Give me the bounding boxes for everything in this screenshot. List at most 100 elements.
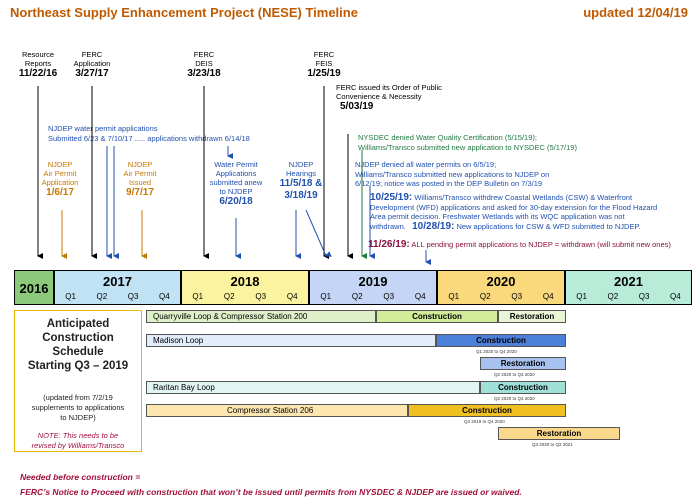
quarryville-bar: Quarryville Loop & Compressor Station 20… [146, 310, 376, 323]
year-label: 2021 [614, 274, 643, 289]
october-withdraw-note: 10/25/19: Williams/Transco withdrew Coas… [370, 192, 658, 232]
event-njdep-air-application: NJDEP Air Permit Application 1/6/17 [34, 160, 86, 199]
year-2020: 2020 Q1 Q2 Q3 Q4 [437, 270, 565, 305]
madison-restoration: Restoration [480, 357, 566, 370]
year-label: 2019 [358, 274, 388, 289]
note-line: NJDEP water permit applications [48, 124, 158, 133]
event-date: 5/03/19 [340, 101, 374, 112]
note-date: 11/26/19: [368, 239, 410, 250]
event-label: FERC FEIS [313, 50, 335, 68]
note-line: Williams/Transco submitted new applicati… [358, 142, 577, 152]
quarter-label: Q2 [607, 292, 619, 301]
raritan-construction-range: Q2 2020 to Q4 2020 [494, 396, 535, 401]
cs206-construction-range: Q4 2019 to Q4 2020 [464, 419, 505, 424]
note-line: Submitted 6/23 & 7/10/17 ..... applicati… [48, 133, 250, 143]
note-line: Area permit decision. Freshwater Wetland… [370, 212, 625, 221]
note-line: New applications for CSW & WFD submitted… [454, 221, 641, 231]
event-label: Resource Reports [21, 50, 55, 68]
page-title: Northeast Supply Enhancement Project (NE… [10, 5, 358, 20]
year-label: 2018 [230, 274, 260, 289]
event-label: NJDEP Air Permit Issued [123, 160, 157, 187]
year-2019: 2019 Q1 Q2 Q3 Q4 [309, 270, 437, 305]
year-2021: 2021 Q1 Q2 Q3 Q4 [565, 270, 692, 305]
quarter-label: Q1 [320, 292, 332, 301]
arrow-hearing-2 [305, 209, 332, 257]
note-line: Williams/Transco submitted new applicati… [355, 169, 550, 179]
quarter-label: Q4 [159, 292, 170, 301]
year-2016: 2016 [14, 270, 54, 305]
quarter-label: Q3 [638, 292, 650, 301]
event-ferc-feis: FERC FEIS 1/25/19 [302, 50, 346, 80]
quarter-label: Q4 [286, 292, 298, 301]
event-ferc-order: FERC issued its Order of Public Convenie… [336, 83, 466, 113]
njdep-denied-note: NJDEP denied all water permits on 6/5/19… [355, 160, 549, 189]
event-ferc-deis: FERC DEIS 3/23/18 [182, 50, 226, 80]
event-label: FERC Application [73, 50, 111, 68]
quarter-label: Q4 [670, 292, 681, 301]
note-line: ALL pending permit applications to NJDEP… [409, 240, 671, 249]
panel-title: Anticipated Construction Schedule Starti… [27, 318, 129, 372]
quarter-label: Q2 [351, 292, 363, 301]
event-label: FERC issued its Order of Public Convenie… [336, 83, 442, 101]
note-line: Williams/Transco withdrew Coastal Wetlan… [412, 193, 633, 202]
note-line: NJDEP denied all water permits on 6/5/19… [355, 160, 497, 169]
quarter-label: Q2 [479, 292, 491, 301]
note-line: Development (WFD) applications and asked… [370, 202, 658, 212]
november-withdraw-note: 11/26/19: ALL pending permit application… [368, 240, 671, 250]
schedule-panel: Anticipated Construction Schedule Starti… [14, 310, 142, 452]
cs206-restoration-range: Q3 2020 to Q2 2021 [532, 442, 573, 447]
cs206-bar: Compressor Station 206 [146, 404, 408, 417]
quarryville-construction: Construction [376, 310, 498, 323]
event-njdep-hearings: NJDEP Hearings 11/5/18 & 3/18/19 [276, 160, 326, 202]
note-line: NYSDEC denied Water Quality Certificatio… [358, 133, 537, 142]
event-label: NJDEP Air Permit Application [41, 160, 79, 187]
quarter-label: Q1 [448, 292, 460, 301]
event-resource-reports: Resource Reports 11/22/16 [18, 50, 58, 80]
event-njdep-air-issued: NJDEP Air Permit Issued 9/7/17 [114, 160, 166, 199]
raritan-bar: Raritan Bay Loop [146, 381, 480, 394]
event-water-resubmit: Water Permit Applications submitted anew… [207, 160, 265, 208]
event-date: 3/23/18 [187, 68, 221, 79]
madison-construction: Construction [436, 334, 566, 347]
raritan-construction: Construction [480, 381, 566, 394]
cs206-construction: Construction [408, 404, 566, 417]
madison-restoration-range: Q2 2020 to Q4 2020 [494, 372, 535, 377]
quarter-label: Q4 [414, 292, 426, 301]
madison-bar: Madison Loop [146, 334, 436, 347]
note-line: withdrawn. [370, 221, 406, 231]
njdep-applications-note: NJDEP water permit applications Submitte… [48, 124, 250, 143]
note-date: 10/28/19: [412, 220, 455, 232]
quarter-label: Q2 [96, 292, 108, 301]
event-ferc-application: FERC Application 3/27/17 [70, 50, 114, 80]
quarter-label: Q1 [192, 292, 204, 301]
cs206-restoration: Restoration [498, 427, 620, 440]
event-date: 3/27/17 [75, 68, 109, 79]
event-date: 1/6/17 [46, 187, 74, 198]
panel-note: NOTE: This needs to be revised by Willia… [31, 431, 125, 450]
event-date: 11/22/16 [18, 68, 58, 79]
quarter-label: Q1 [576, 292, 587, 301]
quarter-label: Q3 [383, 292, 395, 301]
madison-construction-range: Q1 2020 to Q4 2020 [476, 349, 517, 354]
note-line: 6/12/19; notice was posted in the DEP Bu… [355, 179, 543, 188]
event-label: Water Permit Applications submitted anew… [209, 160, 263, 196]
year-label: 2020 [486, 274, 516, 289]
event-date: 11/5/18 & 3/18/19 [279, 178, 323, 201]
event-date: 9/7/17 [126, 187, 154, 198]
quarter-label: Q1 [65, 292, 76, 301]
quarryville-restoration: Restoration [498, 310, 566, 323]
year-2017: 2017 Q1 Q2 Q3 Q4 [54, 270, 181, 305]
footer-line-2: FERC’s Notice to Proceed with constructi… [20, 487, 522, 497]
year-2018: 2018 Q1 Q2 Q3 Q4 [181, 270, 309, 305]
updated-date: updated 12/04/19 [583, 5, 688, 20]
year-label: 2016 [19, 281, 49, 296]
event-date: 6/20/18 [219, 196, 253, 207]
event-date: 1/25/19 [307, 68, 341, 79]
quarter-label: Q3 [511, 292, 523, 301]
quarter-label: Q4 [542, 292, 554, 301]
quarter-label: Q3 [127, 292, 139, 301]
event-label: FERC DEIS [193, 50, 215, 68]
panel-subtitle: (updated from 7/2/19 supplements to appl… [31, 393, 125, 422]
note-date: 10/25/19: [370, 192, 413, 203]
